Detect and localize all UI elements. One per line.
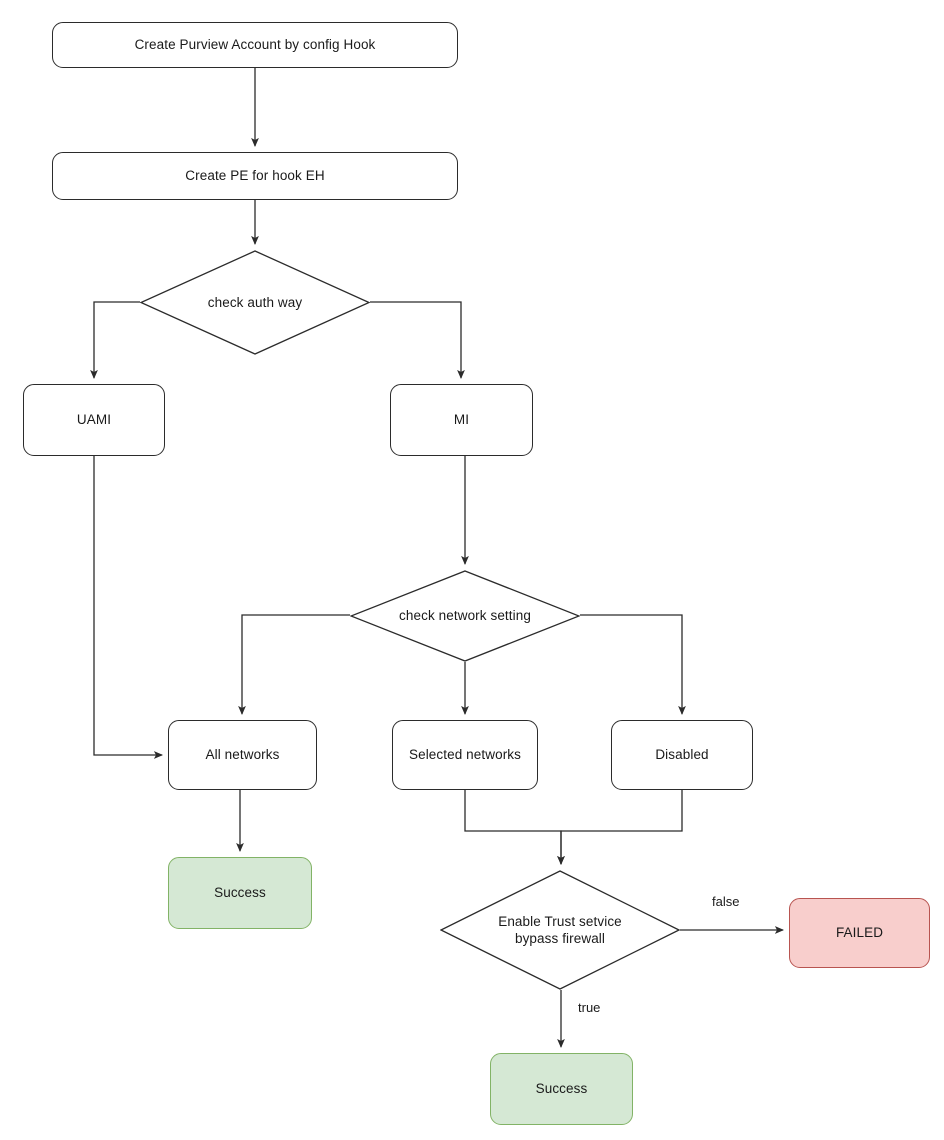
node-create-pe-for-hook-eh[interactable]: Create PE for hook EH [52,152,458,200]
edge-check_network-to-disabled [580,614,686,716]
node-label-success-all-networks: Success [214,885,266,901]
node-uami[interactable]: UAMI [23,384,165,456]
edge-check_network-to-all_networks [238,614,350,716]
decision-check-auth-way[interactable]: check auth way [140,250,370,355]
decision-enable-trust-service-bypass-firewall[interactable]: Enable Trust setvice bypass firewall [440,870,680,990]
diamond-outline-check-auth-way [140,250,370,355]
node-label-success-trust-service: Success [535,1081,588,1097]
edge-label-false: false [712,894,740,909]
edge-selected_networks-to-enable_trust [464,790,565,866]
node-label-selected-networks: Selected networks [408,747,521,763]
node-selected-networks[interactable]: Selected networks [392,720,538,790]
edge-disabled-to-enable_trust [557,790,683,866]
node-label-create-purview-account: Create Purview Account by config Hook [134,37,376,53]
node-label-mi: MI [453,412,470,428]
decision-label-check-network-setting: check network setting [399,608,531,624]
edge-check_auth-to-mi [370,301,465,380]
node-label-uami: UAMI [76,412,112,428]
edge-uami-to-all_networks [93,456,164,759]
decision-check-network-setting[interactable]: check network setting [350,570,580,662]
diamond-outline-enable-trust-service-bypass-firewall [440,870,680,990]
node-failed[interactable]: FAILED [789,898,930,968]
decision-label-enable-trust-service-bypass-firewall: Enable Trust setvice bypass firewall [498,913,622,946]
edge-label-true: true [578,1000,601,1015]
node-mi[interactable]: MI [390,384,533,456]
edge-check_auth-to-uami [90,301,140,380]
node-success-trust-service[interactable]: Success [490,1053,633,1125]
node-success-all-networks[interactable]: Success [168,857,312,929]
node-create-purview-account[interactable]: Create Purview Account by config Hook [52,22,458,68]
node-label-failed: FAILED [835,925,884,941]
node-label-all-networks: All networks [205,747,280,763]
node-label-create-pe-for-hook-eh: Create PE for hook EH [185,168,325,184]
node-all-networks[interactable]: All networks [168,720,317,790]
node-disabled[interactable]: Disabled [611,720,753,790]
diamond-outline-check-network-setting [350,570,580,662]
node-label-disabled: Disabled [655,747,709,763]
decision-label-check-auth-way: check auth way [207,294,303,310]
